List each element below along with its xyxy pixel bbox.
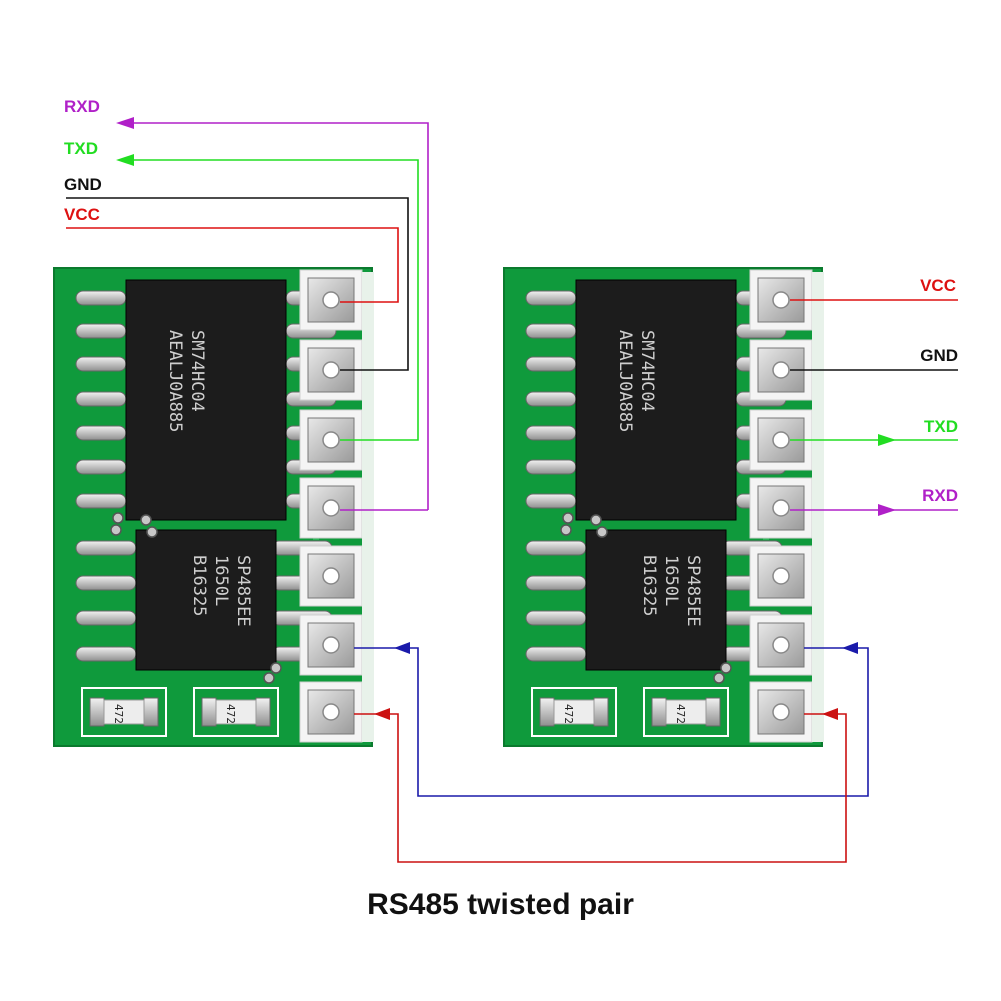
sp485-marking: 1650L (211, 555, 231, 606)
right-txd-arrow (878, 434, 896, 446)
hc04-chip (575, 279, 737, 521)
right-labels: VCC GND TXD RXD (920, 276, 958, 505)
smd-resistor (665, 699, 707, 725)
ic-pin (525, 391, 577, 407)
via (146, 526, 158, 538)
right-rxd-label: RXD (922, 486, 958, 505)
ic-pin (75, 493, 127, 509)
left-vcc-wire (66, 227, 399, 303)
sp485-marking: SP485EE (683, 555, 703, 627)
left-rxd-wire (124, 122, 429, 510)
left-gnd-label: GND (64, 175, 102, 194)
b-line-arrow-left (374, 708, 390, 720)
a-line-arrow-left (394, 642, 410, 654)
sp485-marking: SP485EE (233, 555, 253, 627)
sp485-marking: B16325 (639, 555, 659, 616)
ic-pin (75, 356, 127, 372)
ic-pin (75, 610, 137, 626)
b-line-arrow-right (822, 708, 838, 720)
via (590, 514, 602, 526)
ic-pin (75, 323, 127, 339)
hc04-marking: SM74HC04 (187, 330, 207, 412)
diagram-caption: RS485 twisted pair (367, 888, 634, 921)
left-rxd-label: RXD (64, 97, 100, 116)
left-txd-wire (124, 159, 419, 441)
ic-pin (525, 459, 577, 475)
right-vcc-label: VCC (920, 276, 956, 295)
ic-pin (75, 646, 137, 662)
ic-pin (75, 290, 127, 306)
hc04-marking: AEALJ0A885 (165, 330, 185, 432)
right-txd-label: TXD (924, 417, 958, 436)
resistor-marking: 472 (224, 704, 237, 724)
smd-resistor (215, 699, 257, 725)
via (596, 526, 608, 538)
sp485-chip (135, 529, 277, 671)
ic-pin (75, 575, 137, 591)
right-wires (790, 299, 958, 516)
ic-pin (525, 575, 587, 591)
a-line-arrow-right (842, 642, 858, 654)
smd-resistor (553, 699, 595, 725)
left-wires (66, 117, 429, 511)
right-gnd-label: GND (920, 346, 958, 365)
via (560, 524, 572, 536)
left-labels: RXD TXD GND VCC (64, 97, 102, 224)
left-vcc-label: VCC (64, 205, 100, 224)
left-rxd-arrow (116, 117, 134, 129)
left-txd-label: TXD (64, 139, 98, 158)
ic-pin (75, 391, 127, 407)
hc04-marking: SM74HC04 (637, 330, 657, 412)
left-gnd-wire (66, 197, 409, 371)
resistor-marking: 472 (112, 704, 125, 724)
resistor-marking: 472 (562, 704, 575, 724)
via (713, 672, 725, 684)
ic-pin (525, 493, 577, 509)
via (720, 662, 732, 674)
via (112, 512, 124, 524)
ic-pin (525, 356, 577, 372)
hc04-chip (125, 279, 287, 521)
twisted-pair-wires (354, 642, 869, 863)
via (270, 662, 282, 674)
ic-pin (525, 540, 587, 556)
ic-pin (75, 540, 137, 556)
sp485-chip (585, 529, 727, 671)
left-txd-arrow (116, 154, 134, 166)
sp485-marking: 1650L (661, 555, 681, 606)
ic-pin (525, 425, 577, 441)
ic-pin (75, 459, 127, 475)
smd-resistor (103, 699, 145, 725)
right-rxd-arrow (878, 504, 896, 516)
ic-pin (525, 646, 587, 662)
b-line-wire (354, 713, 847, 863)
ic-pin (525, 290, 577, 306)
ic-pin (525, 610, 587, 626)
via (110, 524, 122, 536)
via (140, 514, 152, 526)
ic-pin (75, 425, 127, 441)
resistor-marking: 472 (674, 704, 687, 724)
ic-pin (525, 323, 577, 339)
sp485-marking: B16325 (189, 555, 209, 616)
hc04-marking: AEALJ0A885 (615, 330, 635, 432)
via (263, 672, 275, 684)
via (562, 512, 574, 524)
